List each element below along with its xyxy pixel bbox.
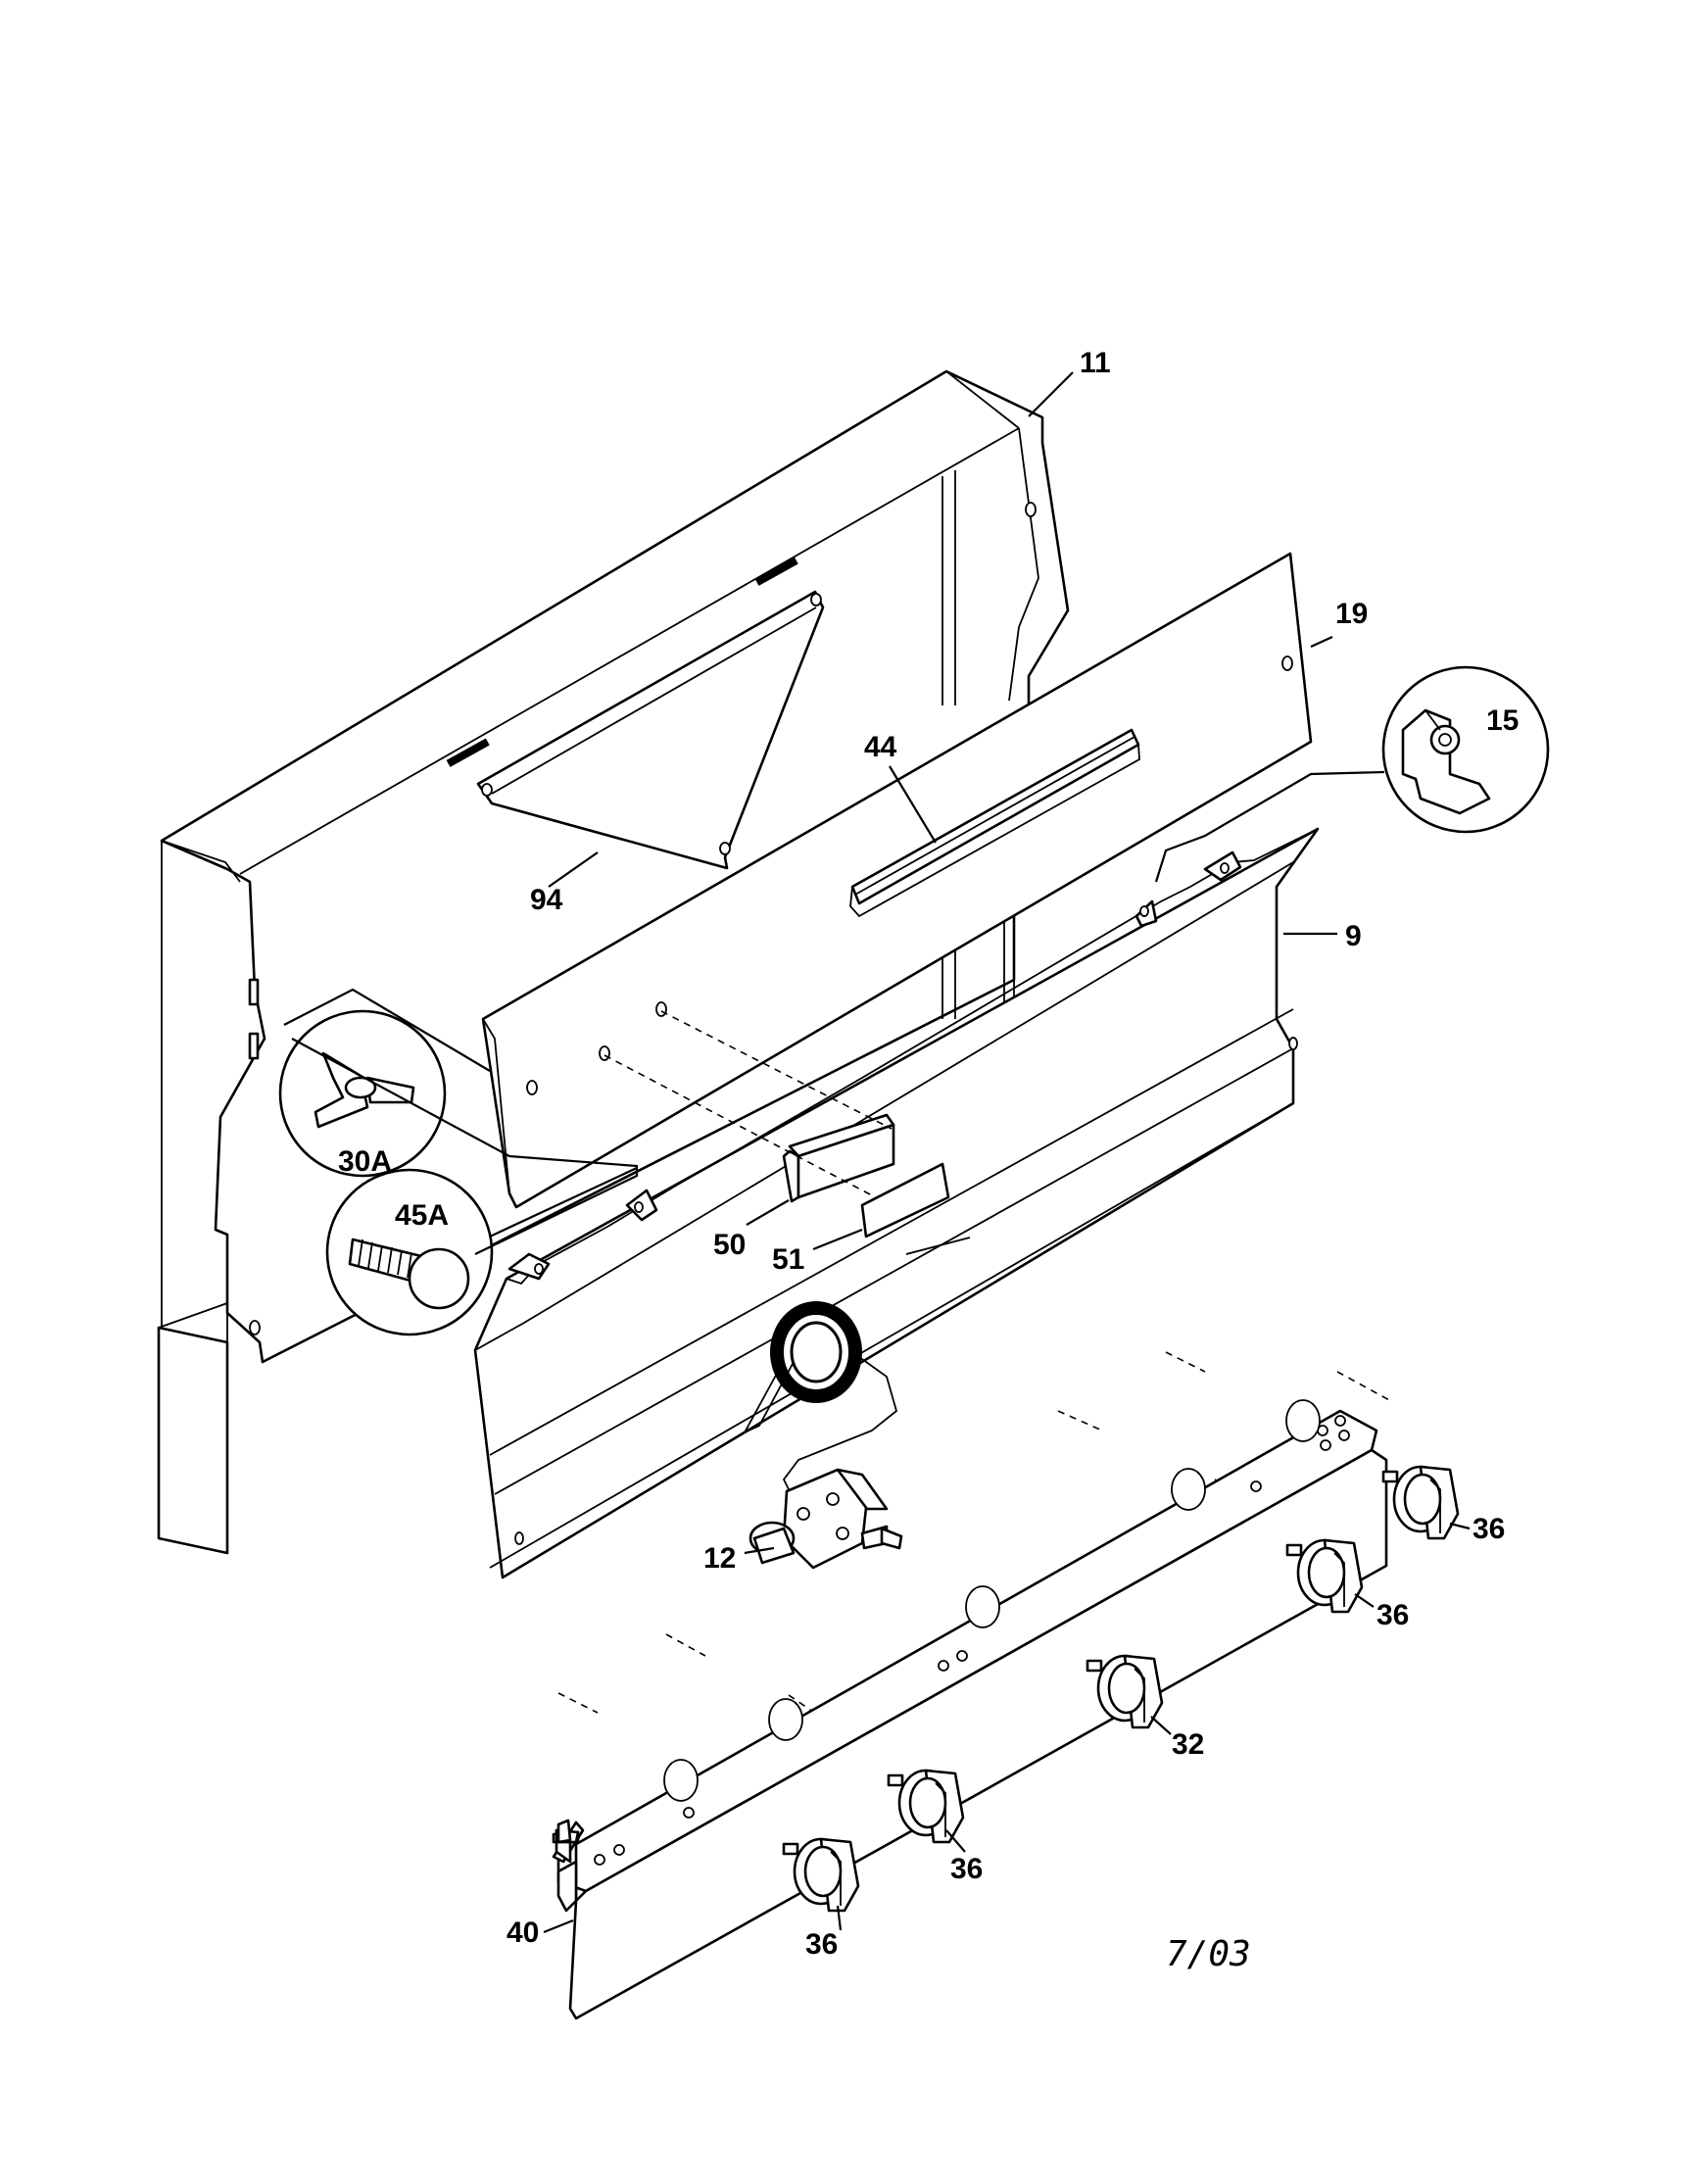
knob-far-left xyxy=(782,1837,860,1913)
callout-50: 50 xyxy=(713,1229,746,1261)
part-94-triangle-bracket xyxy=(476,590,825,870)
callout-12: 12 xyxy=(703,1542,736,1575)
callout-36-far-left: 36 xyxy=(805,1928,838,1961)
callout-36-left: 36 xyxy=(950,1853,983,1885)
callout-11: 11 xyxy=(1080,347,1111,379)
callout-15: 15 xyxy=(1486,704,1519,737)
detail-connectors xyxy=(283,770,1385,1255)
callout-51: 51 xyxy=(772,1243,804,1276)
callout-94: 94 xyxy=(530,884,563,916)
callout-30A: 30A xyxy=(338,1145,392,1178)
part-40-knob-rail xyxy=(552,1399,1388,2020)
callout-36-far-right: 36 xyxy=(1473,1513,1505,1545)
knob-right xyxy=(1285,1538,1364,1614)
callout-45A: 45A xyxy=(395,1199,449,1232)
leader-lines xyxy=(543,371,1471,1934)
callout-9: 9 xyxy=(1345,920,1362,952)
knob-center xyxy=(1086,1654,1164,1729)
part-44-trim-strip xyxy=(849,728,1140,918)
callout-44: 44 xyxy=(864,731,897,763)
part-50-bracket xyxy=(782,1113,895,1203)
part-12-thermostat-valve xyxy=(742,1301,903,1570)
callout-labels: 11 19 15 44 94 9 30A 45A 50 51 12 36 36 … xyxy=(338,347,1519,1974)
callout-32: 32 xyxy=(1172,1728,1204,1761)
callout-19: 19 xyxy=(1335,598,1368,630)
detail-15-hinge-clip xyxy=(1381,665,1550,834)
knob-left xyxy=(887,1769,965,1844)
date-stamp: 7/03 xyxy=(1166,1934,1251,1974)
part-51-label-plate xyxy=(860,1162,950,1238)
detail-45A-carriage-bolt xyxy=(325,1168,494,1336)
detail-30A-wing-nut xyxy=(278,1009,447,1178)
callout-36-right: 36 xyxy=(1376,1599,1409,1631)
callout-40: 40 xyxy=(507,1917,539,1949)
knob-far-right xyxy=(1381,1465,1460,1540)
